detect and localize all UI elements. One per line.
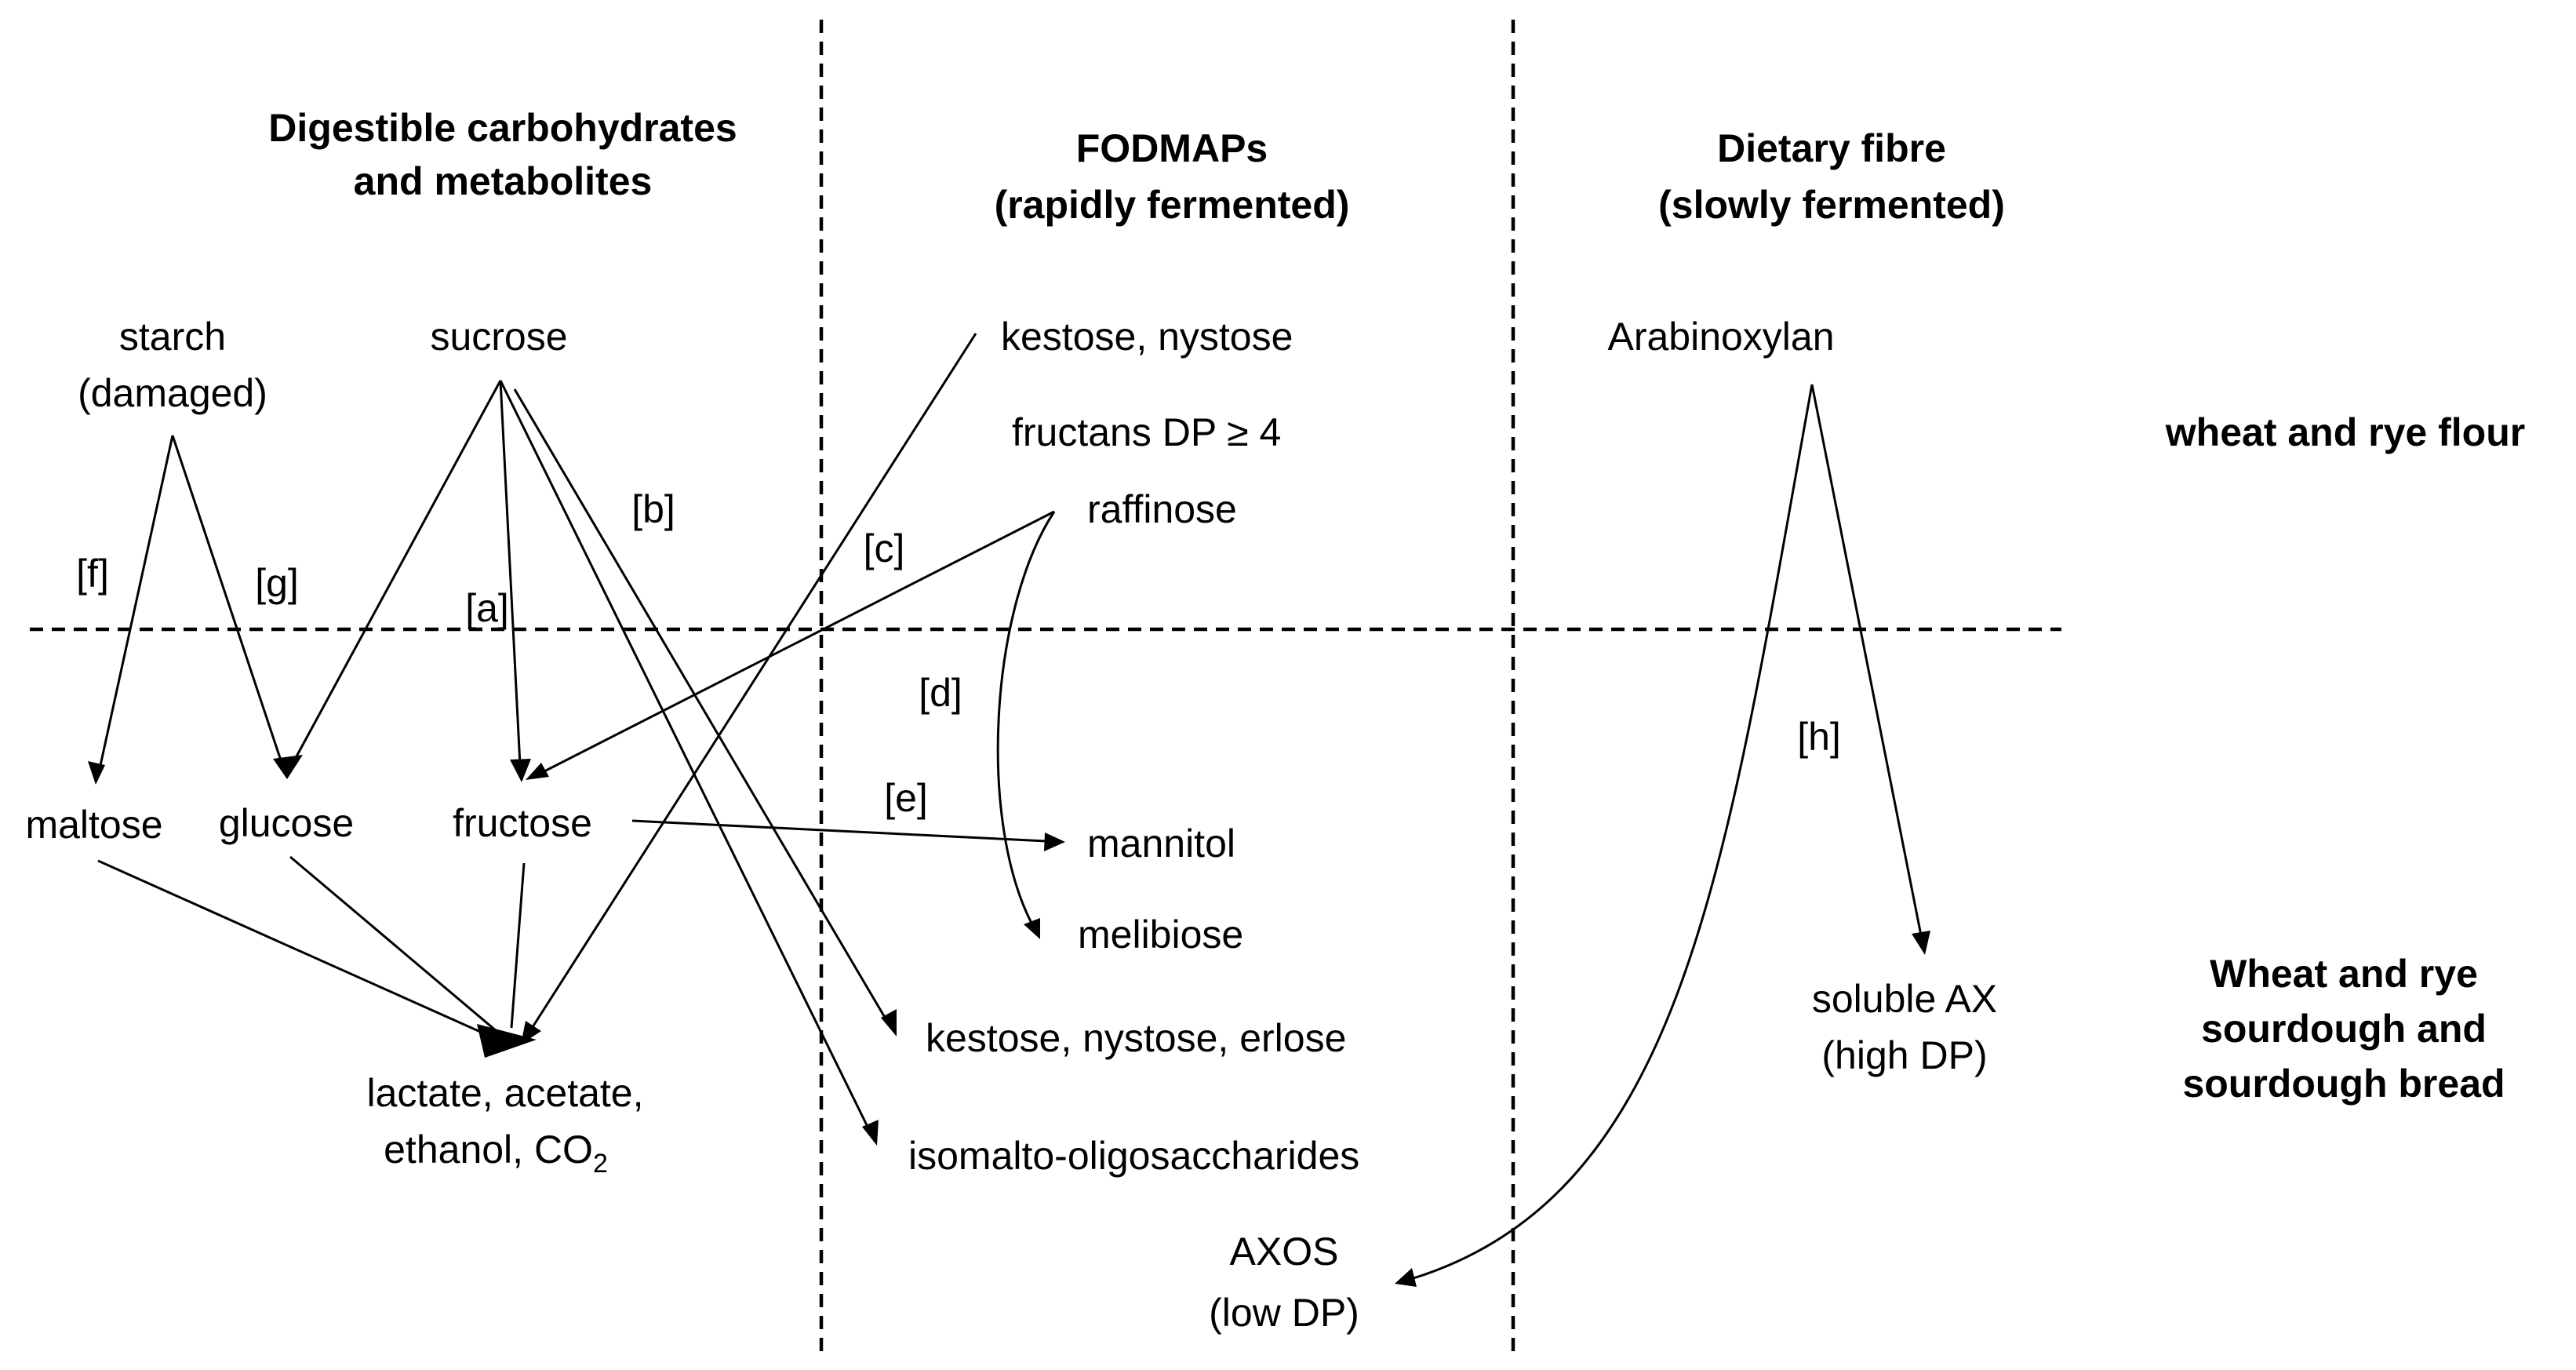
compound-isomalto-oligosaccharides: isomalto-oligosaccharides	[908, 1134, 1359, 1178]
compound-kestose-nystose-erlose: kestose, nystose, erlose	[926, 1016, 1346, 1060]
row-label-sourdough-line1: Wheat and rye	[2210, 952, 2478, 996]
arrow-starch-to-maltose	[98, 435, 174, 770]
reaction-label-c: [c]	[864, 527, 905, 570]
compound-axos-line2: (low DP)	[1209, 1291, 1359, 1335]
compound-mannitol: mannitol	[1087, 822, 1235, 865]
compound-products-line2: ethanol, CO2	[384, 1128, 608, 1179]
compound-raffinose: raffinose	[1087, 487, 1237, 531]
compound-arabinoxylan: Arabinoxylan	[1607, 315, 1834, 359]
arrowhead-glucose	[273, 755, 303, 779]
header-fibre-line1: Dietary fibre	[1717, 126, 1946, 170]
compound-glucose: glucose	[219, 801, 354, 845]
compound-starch-line2: (damaged)	[78, 371, 267, 415]
arrowhead-fructose-from-raffinose	[526, 763, 549, 780]
arrow-sucrose-to-isomalto	[499, 380, 871, 1131]
compound-melibiose: melibiose	[1078, 913, 1243, 956]
reaction-label-d: [d]	[919, 671, 962, 715]
arrow-sucrose-to-fructose	[499, 380, 522, 766]
header-digestible-line2: and metabolites	[354, 159, 653, 203]
reaction-label-f: [f]	[76, 552, 109, 596]
compound-soluble-ax-line2: (high DP)	[1821, 1033, 1987, 1077]
arrowhead-soluble-ax	[1912, 931, 1930, 955]
arrowhead-axos	[1395, 1268, 1417, 1287]
arrow-raffinose-to-melibiose	[996, 511, 1056, 928]
compound-kestose-nystose: kestose, nystose	[1001, 315, 1293, 359]
row-label-sourdough-line2: sourdough and	[2201, 1007, 2487, 1051]
arrowhead-kestose-erlose	[881, 1009, 897, 1037]
arrow-maltose-to-products	[97, 859, 493, 1039]
arrowhead-mannitol	[1044, 833, 1065, 851]
compound-starch-line1: starch	[119, 315, 226, 359]
header-fibre-line2: (slowly fermented)	[1658, 183, 2005, 227]
arrowhead-fructose	[510, 759, 531, 782]
arrowhead-melibiose	[1024, 918, 1040, 939]
header-fodmaps-line1: FODMAPs	[1076, 126, 1268, 170]
reaction-label-g: [g]	[255, 561, 299, 605]
arrow-kestose-to-products	[529, 333, 977, 1030]
arrow-fructose-to-products	[510, 862, 526, 1029]
reaction-label-b: [b]	[631, 487, 675, 531]
compound-fructose: fructose	[453, 801, 592, 845]
compound-axos-line1: AXOS	[1230, 1230, 1339, 1273]
arrow-arabinoxylan-to-soluble-ax	[1810, 384, 1923, 936]
arrow-fructose-to-mannitol	[631, 819, 1047, 843]
arrow-arabinoxylan-to-axos	[1413, 384, 1814, 1280]
arrowhead-isomalto	[862, 1120, 879, 1146]
row-label-flour: wheat and rye flour	[2165, 410, 2525, 454]
arrowhead-maltose	[88, 761, 105, 785]
arrow-raffinose-to-fructose	[540, 510, 1055, 774]
compound-products-line1: lactate, acetate,	[366, 1071, 643, 1115]
co2-subscript: 2	[593, 1149, 608, 1179]
header-fodmaps-line2: (rapidly fermented)	[995, 183, 1350, 227]
arrow-sucrose-to-kestose-erlose	[513, 388, 888, 1021]
compound-products-line2-text: ethanol, CO	[384, 1128, 593, 1171]
reaction-label-h: [h]	[1797, 715, 1841, 759]
compound-sucrose: sucrose	[430, 315, 567, 359]
arrow-sucrose-to-glucose	[290, 380, 502, 766]
row-label-sourdough-line3: sourdough bread	[2182, 1062, 2505, 1106]
reaction-label-e: [e]	[884, 776, 928, 820]
arrow-starch-to-glucose	[171, 435, 284, 766]
header-digestible-line1: Digestible carbohydrates	[268, 106, 737, 150]
compound-fructans: fructans DP ≥ 4	[1012, 410, 1281, 454]
reaction-label-a: [a]	[465, 586, 509, 630]
compound-maltose: maltose	[25, 803, 162, 847]
compound-soluble-ax-line1: soluble AX	[1812, 977, 1997, 1021]
arrow-glucose-to-products	[289, 855, 503, 1037]
arrowhead-products	[477, 1024, 537, 1058]
